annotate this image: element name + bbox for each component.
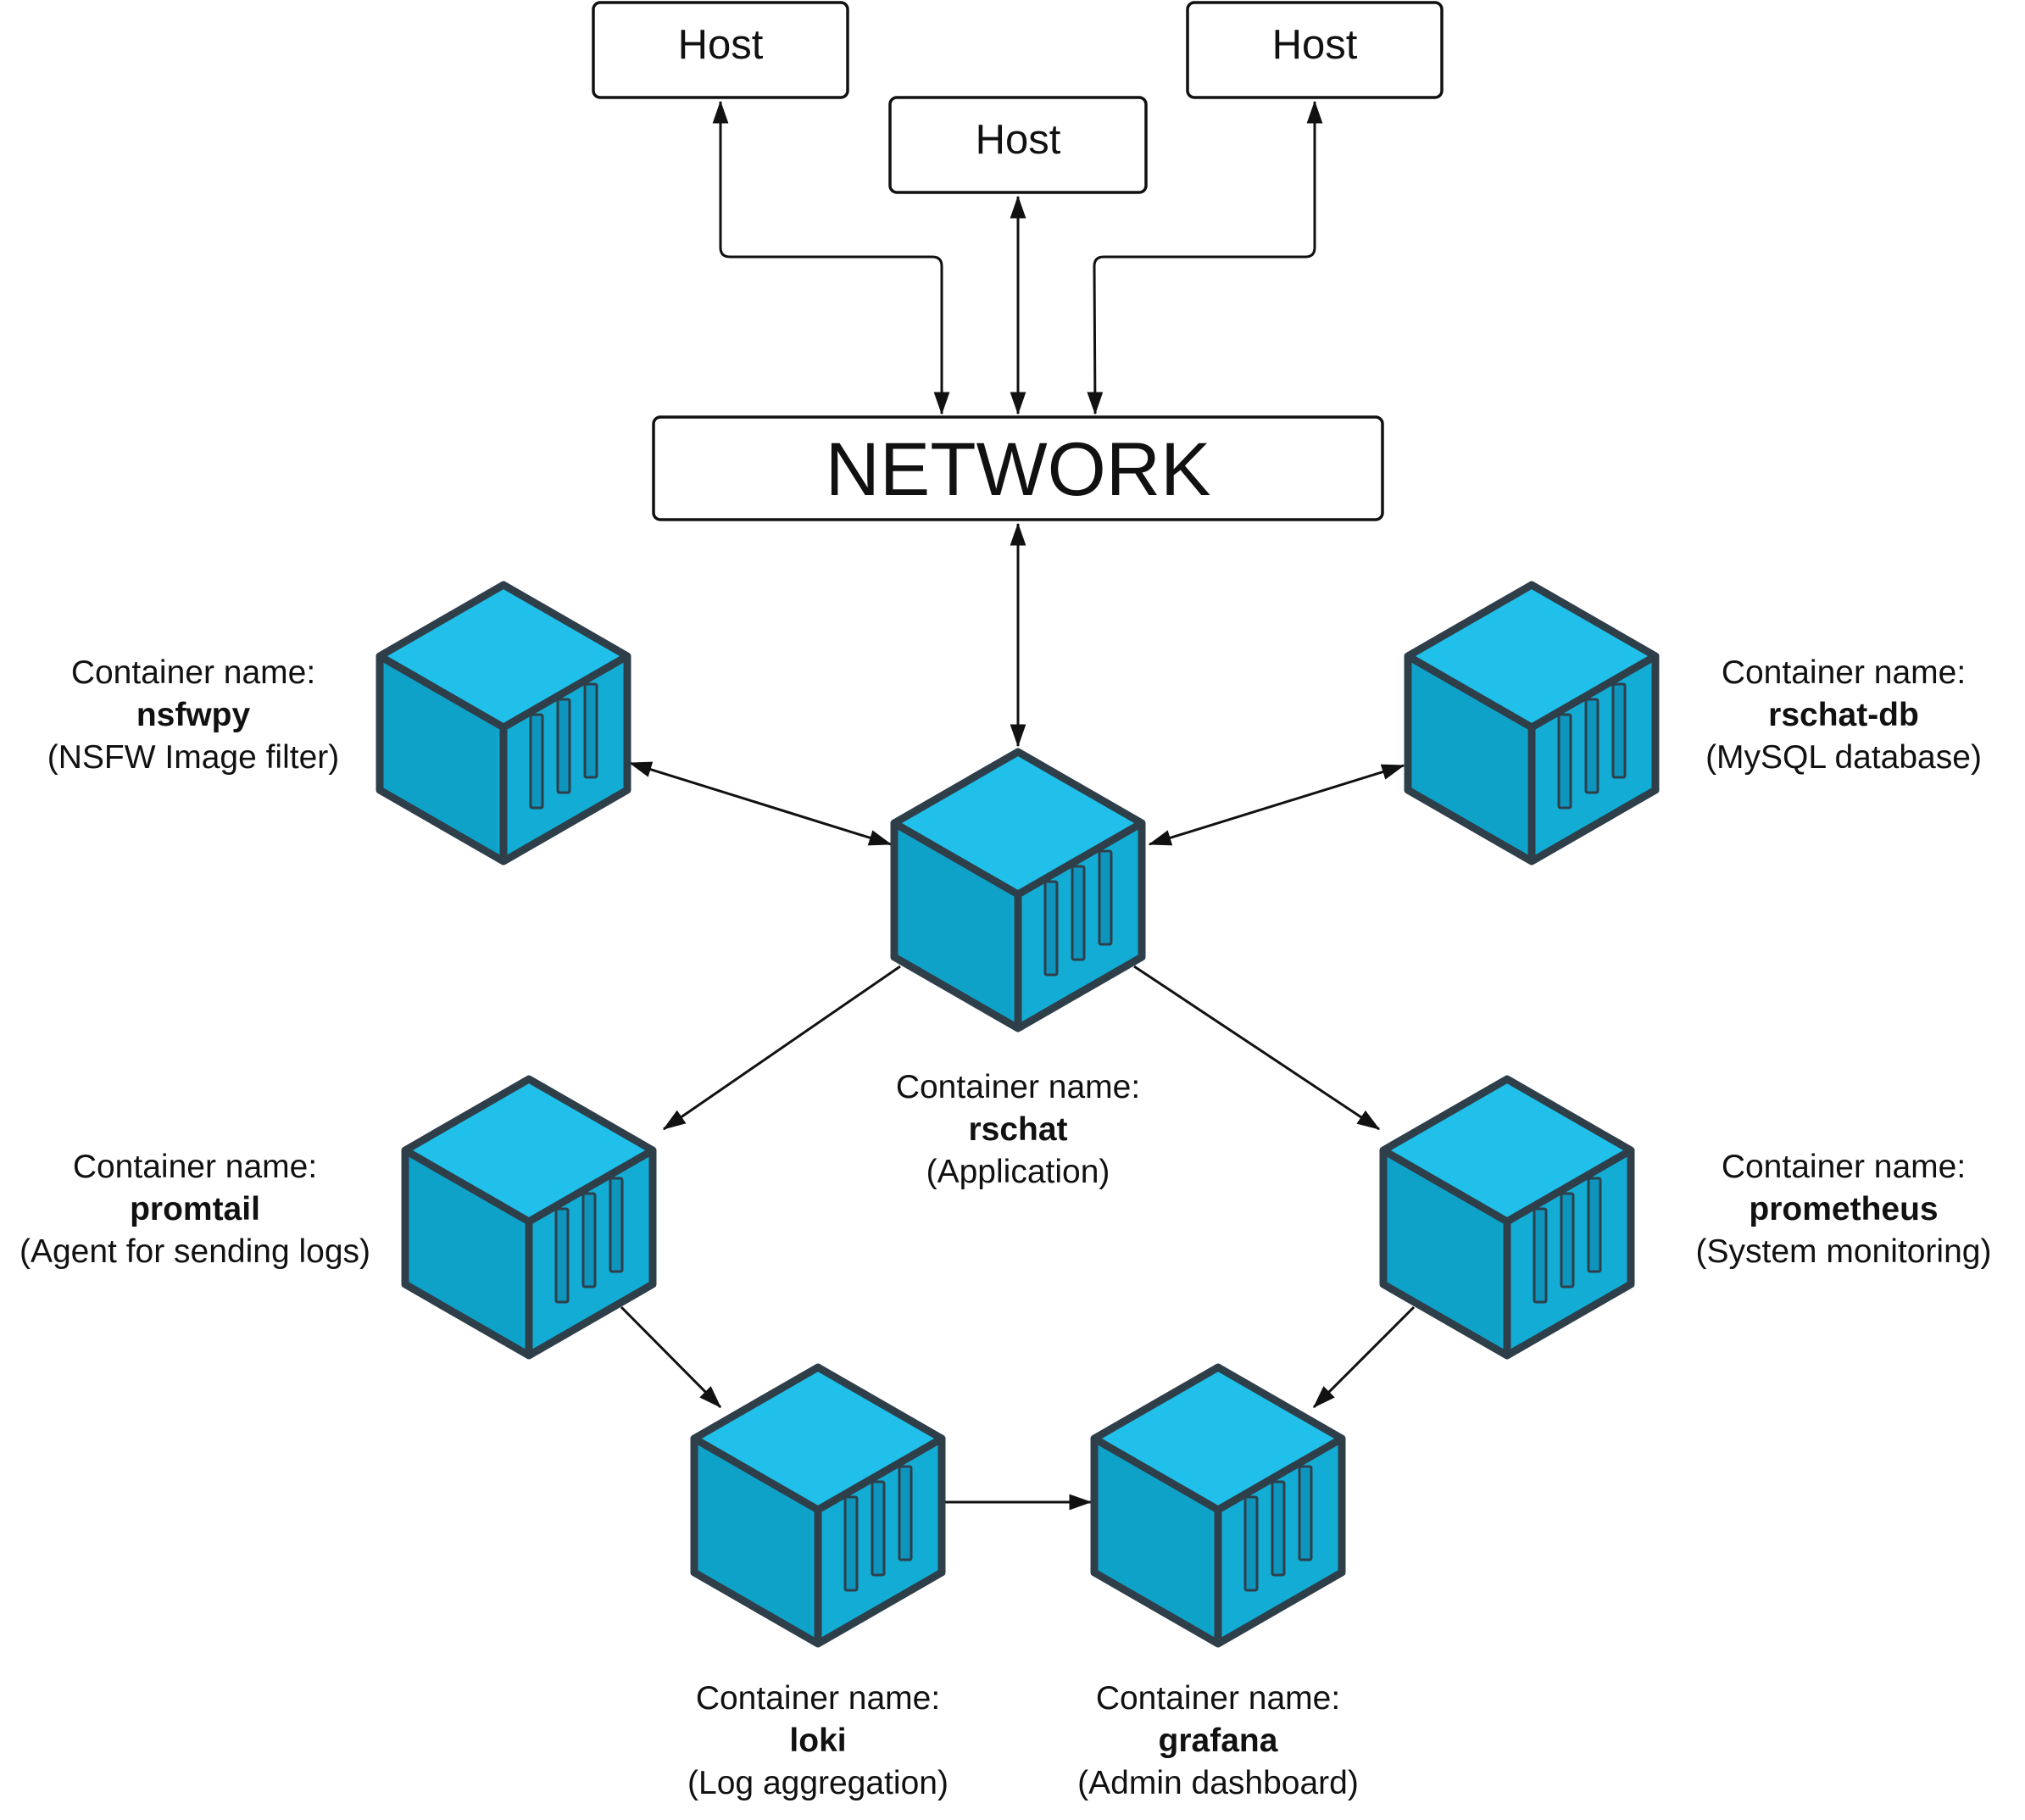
container-cube-icon-nsfwpy xyxy=(380,585,627,861)
host-box-left: Host xyxy=(592,1,849,99)
container-caption: Container name: xyxy=(71,654,315,691)
container-description: (System monitoring) xyxy=(1696,1233,1992,1270)
host-label: Host xyxy=(678,22,764,68)
container-cube-icon-prometheus xyxy=(1383,1079,1631,1355)
network-label: NETWORK xyxy=(826,426,1211,511)
container-caption: Container name: xyxy=(1096,1680,1340,1717)
container-description: (MySQL database) xyxy=(1705,739,1982,776)
container-cube-icon-rschat-db xyxy=(1408,585,1655,861)
connector-rschat-db-rschat xyxy=(1148,764,1405,846)
container-name: prometheus xyxy=(1749,1191,1938,1227)
container-caption: Container name: xyxy=(896,1069,1140,1105)
host-box-right: Host xyxy=(1186,1,1444,99)
connector-host-right-network xyxy=(1087,100,1323,415)
network-box: NETWORK xyxy=(652,415,1384,521)
container-label-prometheus: Container name: prometheus (System monit… xyxy=(1696,1149,1992,1270)
host-label: Host xyxy=(1272,22,1358,68)
container-description: (Agent for sending logs) xyxy=(19,1233,370,1270)
host-label: Host xyxy=(976,117,1061,163)
connector-rschat-prometheus xyxy=(1133,965,1381,1131)
connector-promtail-loki xyxy=(620,1305,722,1409)
host-box-center: Host xyxy=(888,96,1148,194)
container-name: loki xyxy=(789,1723,846,1759)
container-cube-icon-loki xyxy=(694,1367,942,1644)
container-name: rschat-db xyxy=(1768,697,1919,733)
container-caption: Container name: xyxy=(696,1680,940,1717)
container-description: (Admin dashboard) xyxy=(1077,1765,1359,1801)
container-label-nsfwpy: Container name: nsfwpy (NSFW Image filte… xyxy=(47,654,340,776)
container-cube-icon-rschat xyxy=(894,752,1142,1028)
container-label-promtail: Container name: promtail (Agent for send… xyxy=(19,1149,370,1270)
container-cube-icon-grafana xyxy=(1094,1367,1342,1644)
container-name: promtail xyxy=(130,1191,260,1227)
container-caption: Container name: xyxy=(73,1149,317,1185)
container-description: (Application) xyxy=(926,1154,1110,1190)
connector-prometheus-grafana xyxy=(1312,1305,1416,1409)
connector-host-left-network xyxy=(712,100,950,415)
container-label-rschat-db: Container name: rschat-db (MySQL databas… xyxy=(1705,654,1982,776)
container-caption: Container name: xyxy=(1722,654,1966,691)
container-name: nsfwpy xyxy=(136,697,251,733)
connector-rschat-promtail xyxy=(662,965,901,1131)
container-name: grafana xyxy=(1159,1723,1278,1759)
container-label-loki: Container name: loki (Log aggregation) xyxy=(687,1680,949,1801)
connector-nsfwpy-rschat xyxy=(628,761,893,846)
container-label-grafana: Container name: grafana (Admin dashboard… xyxy=(1077,1680,1359,1801)
container-name: rschat xyxy=(968,1111,1067,1148)
container-description: (Log aggregation) xyxy=(687,1765,949,1801)
container-caption: Container name: xyxy=(1722,1149,1966,1185)
container-label-rschat: Container name: rschat (Application) xyxy=(896,1069,1140,1190)
container-description: (NSFW Image filter) xyxy=(47,739,340,776)
container-cube-icon-promtail xyxy=(405,1079,653,1355)
